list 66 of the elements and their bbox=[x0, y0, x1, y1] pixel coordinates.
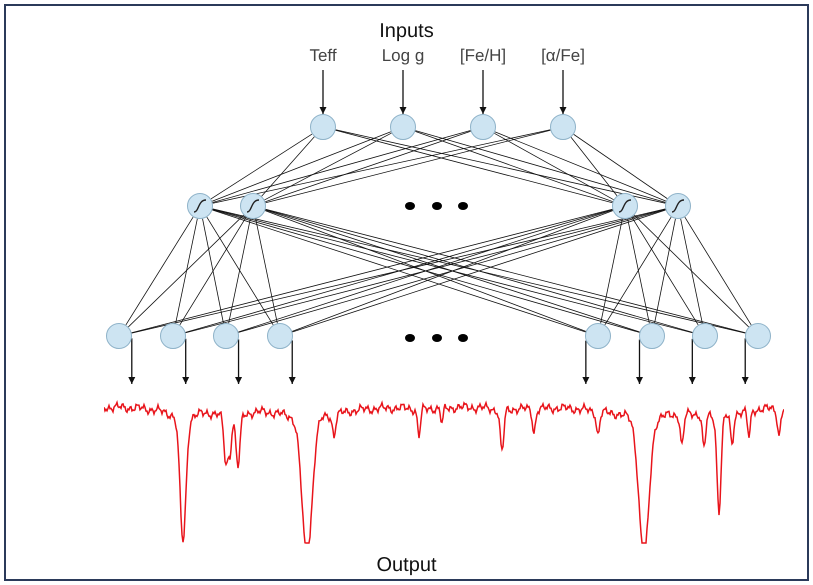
connection-line bbox=[600, 218, 623, 324]
node-circle bbox=[310, 114, 336, 140]
arrow bbox=[128, 338, 136, 384]
connection-line bbox=[654, 218, 676, 324]
connection-line bbox=[179, 216, 247, 326]
arrow bbox=[288, 340, 296, 384]
arrow bbox=[742, 338, 749, 384]
arrow bbox=[480, 70, 486, 114]
connection-line bbox=[212, 129, 551, 204]
node-circle bbox=[692, 323, 718, 349]
arrow bbox=[582, 340, 590, 384]
input-label: [Fe/H] bbox=[460, 46, 506, 66]
connection-line bbox=[415, 130, 666, 203]
node-circle bbox=[745, 323, 771, 349]
arrow bbox=[182, 338, 190, 384]
connection-line bbox=[414, 130, 614, 202]
arrow bbox=[636, 340, 643, 384]
title: Inputs bbox=[378, 20, 435, 43]
node-circle bbox=[550, 114, 576, 140]
connection-line bbox=[335, 130, 613, 204]
connection-line bbox=[335, 129, 666, 204]
connection-line bbox=[264, 132, 392, 200]
neuron-circle bbox=[240, 193, 266, 219]
connection-line bbox=[570, 136, 618, 196]
arrow bbox=[560, 70, 566, 114]
arrow bbox=[688, 338, 696, 384]
neuron-circle bbox=[665, 193, 691, 219]
node-circle bbox=[639, 323, 665, 349]
connection-line bbox=[202, 218, 224, 324]
connection-line bbox=[684, 216, 752, 326]
connection-line bbox=[125, 216, 194, 326]
connection-line bbox=[128, 214, 244, 328]
connection-line bbox=[265, 130, 551, 204]
node-circle bbox=[390, 114, 416, 140]
connection-line bbox=[604, 216, 672, 326]
arrow bbox=[320, 70, 326, 114]
connection-line bbox=[210, 134, 312, 200]
connection-line bbox=[627, 218, 650, 324]
arrow bbox=[400, 70, 406, 114]
connection-line bbox=[573, 134, 668, 200]
neuron-circle bbox=[187, 193, 213, 219]
connection-line bbox=[494, 132, 614, 200]
node-circle bbox=[470, 114, 496, 140]
input-label: Log g bbox=[382, 46, 424, 66]
connection-line bbox=[264, 130, 472, 202]
node-circle bbox=[585, 323, 611, 349]
connection-line bbox=[206, 216, 274, 326]
connection-line bbox=[212, 131, 392, 202]
connection-line bbox=[634, 214, 750, 328]
connection-line bbox=[212, 130, 471, 203]
neuron-circle bbox=[612, 193, 638, 219]
connection-line bbox=[494, 131, 666, 202]
node-circle bbox=[213, 323, 239, 349]
connection-line bbox=[261, 136, 315, 197]
connection-line bbox=[228, 218, 251, 324]
connection-line bbox=[255, 218, 278, 324]
node-circle bbox=[267, 323, 293, 349]
caption: Output bbox=[375, 554, 438, 577]
connection-line bbox=[175, 218, 198, 324]
input-label: Teff bbox=[309, 46, 337, 66]
node-circle bbox=[160, 323, 186, 349]
arrow bbox=[235, 339, 242, 384]
input-label: [α/Fe] bbox=[541, 46, 585, 66]
node-circle bbox=[106, 323, 132, 349]
connection-line bbox=[631, 216, 699, 326]
connection-line bbox=[680, 218, 703, 324]
